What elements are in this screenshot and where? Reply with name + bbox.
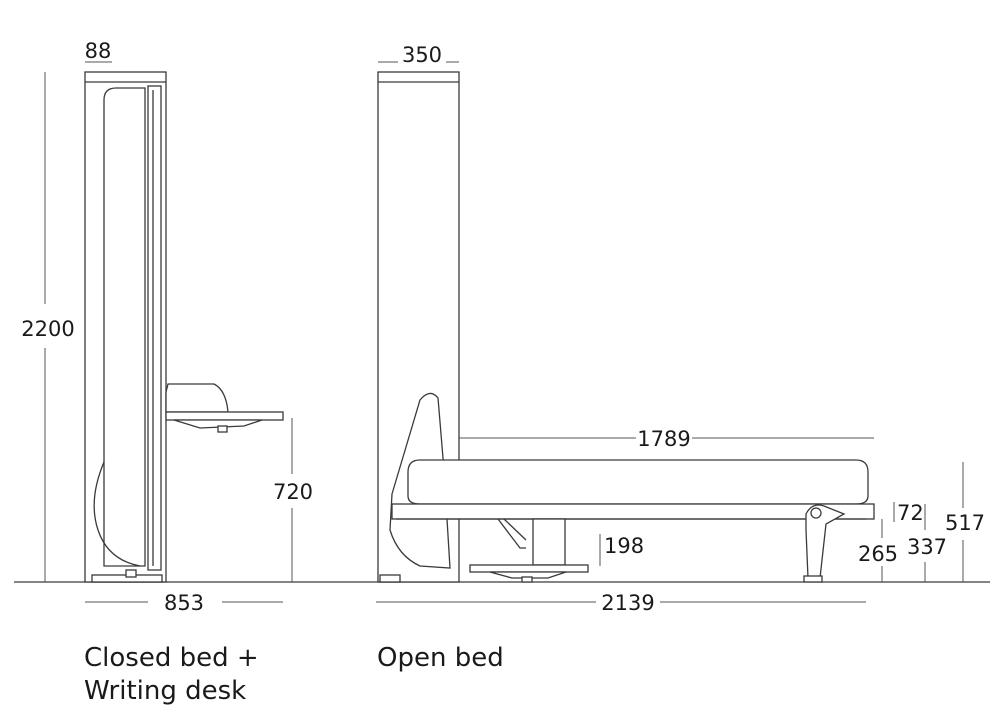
dim-frame-height: 265	[858, 542, 898, 566]
open-bed-caption: Open bed	[377, 643, 504, 673]
dim-bed-length: 1789	[637, 427, 690, 451]
closed-caption-line1: Closed bed +	[84, 643, 259, 673]
dim-closed-depth: 853	[164, 591, 204, 615]
dim-open-cabinet-depth: 350	[402, 43, 442, 67]
dim-mattress-thickness: 72	[897, 501, 924, 525]
closed-headboard-curve	[93, 461, 141, 567]
dim-closed-height: 2200	[21, 317, 74, 341]
desk-top	[165, 411, 284, 421]
closed-bed-caption: Closed bed + Writing desk	[84, 642, 259, 708]
dim-mattress-top-height: 337	[907, 535, 947, 559]
desk-backrest	[165, 383, 229, 413]
closed-bed-panel	[103, 87, 146, 567]
open-desk-column	[532, 518, 566, 566]
closed-dimensions: 88 2200 720 853	[21, 39, 313, 615]
open-dimensions: 350 1789 198 72 265 337 517 2139	[376, 43, 985, 615]
dim-desk-height: 720	[273, 480, 313, 504]
open-desk-top	[469, 564, 589, 573]
closed-caption-line2: Writing desk	[84, 676, 247, 706]
dim-closed-depth-top: 88	[85, 39, 112, 63]
dim-desk-clearance: 198	[604, 534, 644, 558]
open-bed-drawing	[377, 71, 875, 583]
closed-bed-drawing	[84, 71, 284, 583]
desk-bracket	[173, 419, 263, 429]
dim-total-length: 2139	[601, 591, 654, 615]
bed-frame	[391, 503, 875, 520]
dim-overall-height: 517	[945, 511, 985, 535]
mattress	[407, 459, 869, 505]
